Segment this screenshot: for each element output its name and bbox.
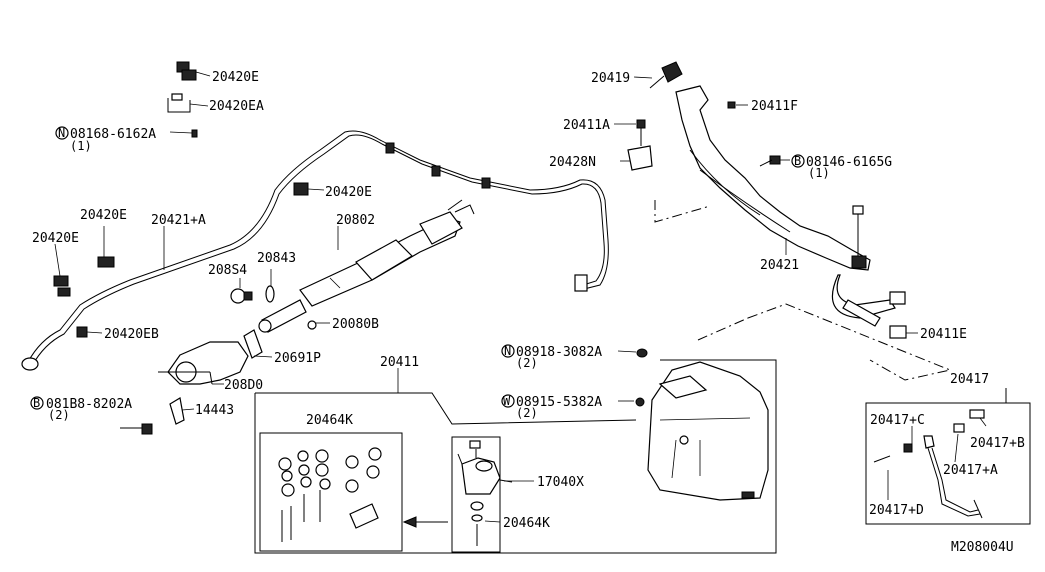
callout-letter-B-1: B xyxy=(33,396,40,410)
label-08146: 08146-6165G xyxy=(806,155,892,170)
bolt-08146 xyxy=(759,155,781,167)
label-20411-box: 20411 xyxy=(380,355,419,370)
cap-20419 xyxy=(649,61,683,89)
bolt-08168 xyxy=(191,129,198,138)
stud-14443 xyxy=(169,397,185,425)
label-08918: 08918-3082A xyxy=(516,345,602,360)
callout-circles xyxy=(30,126,805,410)
label-20411A: 20411A xyxy=(563,118,610,133)
label-208S4: 208S4 xyxy=(208,263,247,278)
label-20420E-top: 20420E xyxy=(212,70,259,85)
seal-20464K-inner xyxy=(470,501,484,546)
label-08168-qty: (1) xyxy=(70,139,92,153)
pump-17040X xyxy=(457,440,513,495)
label-20411E: 20411E xyxy=(920,327,967,342)
clip-20420E-top xyxy=(176,61,197,81)
label-20417B: 20417+B xyxy=(970,436,1025,451)
fuel-tank xyxy=(647,361,769,501)
label-20420E-left2: 20420E xyxy=(32,231,79,246)
catalyst-20802 xyxy=(258,199,475,333)
label-20417: 20417 xyxy=(950,372,989,387)
label-20464K-kit: 20464K xyxy=(306,413,353,428)
filler-pipe-20421 xyxy=(675,85,906,327)
group-box-20417 xyxy=(865,388,1031,525)
label-20419: 20419 xyxy=(591,71,630,86)
bracket-20428N xyxy=(627,145,653,171)
leader-lines xyxy=(54,71,987,523)
label-081B8: 081B8-8202A xyxy=(46,397,132,412)
group-box-20411 xyxy=(254,359,777,554)
label-08918-qty: (2) xyxy=(516,356,538,370)
label-20080B: 20080B xyxy=(332,317,379,332)
figure-id: M208004U xyxy=(951,540,1014,555)
bolt-20411F xyxy=(727,101,736,109)
label-20420E-mid: 20420E xyxy=(325,185,372,200)
callout-letter-N-1: N xyxy=(58,126,65,140)
label-20417A: 20417+A xyxy=(943,463,998,478)
label-08146-qty: (1) xyxy=(808,166,830,180)
pipe-clips xyxy=(53,142,491,338)
callout-letter-B-2: B xyxy=(794,154,801,168)
label-20420EA: 20420EA xyxy=(209,99,264,114)
label-20464K-inner: 20464K xyxy=(503,516,550,531)
label-08915-qty: (2) xyxy=(516,406,538,420)
bolt-20411A xyxy=(636,119,646,146)
label-20411F: 20411F xyxy=(751,99,798,114)
label-20420E-left1: 20420E xyxy=(80,208,127,223)
label-20802: 20802 xyxy=(336,213,375,228)
label-20421: 20421 xyxy=(760,258,799,273)
nut-08918 xyxy=(636,348,648,358)
label-08915: 08915-5382A xyxy=(516,395,602,410)
clip-20420EA xyxy=(167,93,191,113)
label-08168: 08168-6162A xyxy=(70,127,156,142)
label-17040X: 17040X xyxy=(537,475,584,490)
label-081B8-qty: (2) xyxy=(48,408,70,422)
gasket-20691P xyxy=(243,329,263,359)
callout-letter-W: W xyxy=(503,394,511,408)
label-20417D: 20417+D xyxy=(869,503,924,518)
label-20843: 20843 xyxy=(257,251,296,266)
gasket-20843 xyxy=(265,285,275,303)
fuel-pipe-20421A xyxy=(21,130,609,371)
front-pipe-208D0 xyxy=(158,341,249,385)
label-20428N: 20428N xyxy=(549,155,596,170)
kit-20464K-parts xyxy=(278,447,382,542)
label-20417C: 20417+C xyxy=(870,413,925,428)
guide-lines xyxy=(654,200,952,381)
hose-20411E xyxy=(889,325,907,339)
label-14443: 14443 xyxy=(195,403,234,418)
label-208D0: 208D0 xyxy=(224,378,263,393)
label-20420EB: 20420EB xyxy=(104,327,159,342)
sensor-208S4 xyxy=(230,288,253,304)
bolt-081B8 xyxy=(120,423,153,435)
label-20691P: 20691P xyxy=(274,351,321,366)
callout-letter-N-2: N xyxy=(504,344,511,358)
label-20421A: 20421+A xyxy=(151,213,206,228)
washer-08915 xyxy=(635,397,645,407)
